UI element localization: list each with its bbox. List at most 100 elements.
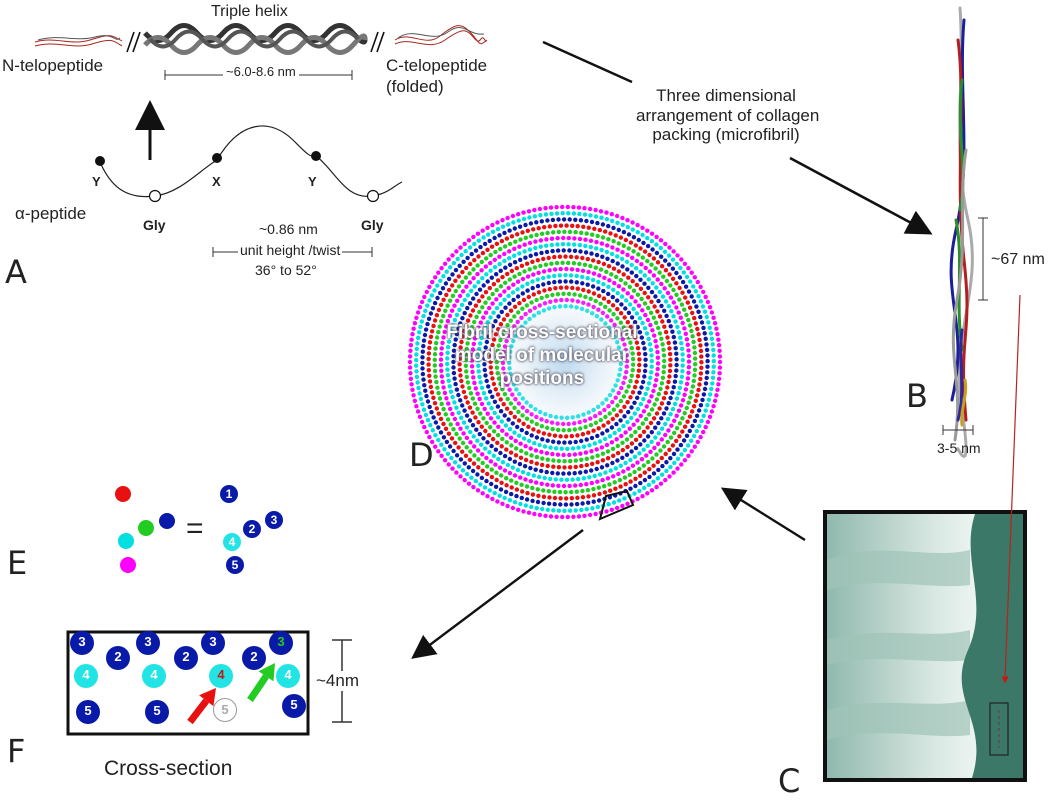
fibril-molecule-dot: [587, 206, 593, 212]
fibril-molecule-dot: [663, 421, 668, 427]
fibril-molecule-dot: [596, 485, 601, 490]
fibril-molecule-dot: [500, 436, 505, 442]
fibril-molecule-dot: [651, 315, 656, 320]
fibril-molecule-dot: [666, 262, 672, 267]
fibril-molecule-dot: [698, 376, 703, 382]
fibril-molecule-dot: [554, 205, 559, 210]
fibril-molecule-dot: [608, 468, 613, 473]
fibril-molecule-dot: [531, 272, 536, 277]
fibril-molecule-dot: [608, 231, 613, 236]
fibril-molecule-dot: [555, 471, 560, 476]
fibril-molecule-dot: [414, 315, 419, 320]
fibril-molecule-dot: [638, 473, 643, 478]
fibril-molecule-dot: [552, 495, 558, 501]
fibril-molecule-dot: [614, 421, 619, 427]
fibril-molecule-dot: [620, 264, 625, 269]
fibril-molecule-dot: [470, 468, 476, 474]
fibril-molecule-dot: [576, 476, 581, 482]
fibril-molecule-dot: [656, 420, 661, 426]
fibril-molecule-dot: [661, 364, 667, 369]
fibril-molecule-dot: [460, 279, 465, 285]
fibril-molecule-dot: [666, 304, 671, 309]
fibril-molecule-dot: [491, 310, 496, 315]
fibril-molecule-dot: [475, 438, 480, 443]
fibril-molecule-dot: [626, 275, 631, 280]
fibril-molecule-dot: [645, 491, 650, 496]
fibril-molecule-dot: [532, 214, 538, 219]
fibril-molecule-dot: [524, 261, 530, 266]
fibril-molecule-dot: [460, 449, 465, 454]
fibril-molecule-dot: [598, 209, 604, 214]
fibril-molecule-dot: [492, 257, 497, 262]
fibril-molecule-dot: [638, 480, 643, 486]
fibril-molecule-dot: [451, 365, 456, 370]
fibril-molecule-dot: [474, 330, 479, 336]
fibril-molecule-dot: [484, 256, 489, 261]
fibril-molecule-dot: [502, 453, 508, 459]
fibril-molecule-dot: [658, 238, 664, 243]
fibril-molecule-dot: [432, 368, 438, 374]
fibril-molecule-dot: [503, 489, 509, 495]
fibril-molecule-dot: [439, 401, 444, 407]
fibril-molecule-dot: [425, 399, 431, 404]
fibril-molecule-dot: [636, 303, 642, 308]
triple-helix: [143, 23, 368, 55]
fibril-molecule-dot: [550, 217, 556, 223]
fibril-molecule-dot: [646, 277, 651, 282]
fibril-molecule-dot: [478, 320, 483, 325]
fibril-molecule-dot: [578, 470, 583, 475]
fibril-molecule-dot: [468, 330, 473, 335]
fibril-molecule-dot: [615, 450, 621, 456]
fibril-molecule-dot: [446, 287, 452, 293]
fibril-molecule-dot: [449, 328, 454, 333]
panel-a-letter: A: [5, 253, 27, 291]
fibril-molecule-dot: [686, 317, 691, 323]
fibril-molecule-dot: [602, 484, 607, 489]
fibril-molecule-dot: [659, 303, 664, 309]
fibril-molecule-dot: [462, 477, 467, 483]
fibril-molecule-dot: [517, 433, 522, 438]
fibril-molecule-dot: [601, 296, 607, 301]
fibril-molecule-dot: [415, 341, 420, 346]
fibril-molecule-dot: [620, 215, 625, 221]
fibril-molecule-dot: [618, 484, 623, 489]
fibril-molecule-dot: [533, 239, 538, 244]
fibril-molecule-dot: [599, 247, 604, 253]
fibril-molecule-dot: [534, 461, 539, 466]
fibril-molecule-dot: [448, 406, 453, 412]
fibril-molecule-dot: [423, 388, 428, 393]
fibril-molecule-dot: [475, 488, 481, 493]
fibril-molecule-dot: [531, 427, 536, 432]
fibril-molecule-dot: [469, 475, 474, 480]
fibril-molecule-dot: [672, 401, 678, 407]
fibril-molecule-dot: [527, 215, 532, 220]
fibril-molecule-dot: [664, 406, 669, 411]
fibril-molecule-dot: [649, 439, 654, 444]
fibril-molecule-dot: [505, 462, 511, 468]
fibril-molecule-dot: [442, 261, 448, 266]
fibril-molecule-dot: [653, 266, 658, 271]
fibril-molecule-dot: [478, 411, 483, 416]
fibril-molecule-dot: [504, 447, 509, 452]
fibril-molecule-dot: [666, 318, 671, 324]
fibril-molecule-dot: [717, 359, 723, 365]
fibril-molecule-dot: [623, 460, 628, 466]
fibril-molecule-dot: [635, 460, 640, 465]
fibril-molecule-dot: [566, 211, 571, 216]
fibril-molecule-dot: [695, 439, 700, 445]
fibril-molecule-dot: [456, 284, 462, 289]
fibril-molecule-dot: [618, 235, 624, 240]
fibril-molecule-dot: [601, 288, 606, 294]
fibril-molecule-dot: [495, 415, 501, 420]
fibril-molecule-dot: [703, 408, 708, 413]
fibril-molecule-dot: [461, 431, 466, 436]
fibril-molecule-dot: [596, 259, 601, 265]
fibril-molecule-dot: [451, 354, 456, 359]
fibril-molecule-dot: [676, 408, 682, 413]
fibril-molecule-dot: [498, 246, 503, 252]
fibril-molecule-dot: [439, 346, 444, 351]
fibril-molecule-dot: [597, 439, 603, 444]
fibril-molecule-dot: [543, 212, 549, 217]
fibril-molecule-dot: [564, 266, 569, 272]
fibril-molecule-dot: [539, 468, 544, 474]
